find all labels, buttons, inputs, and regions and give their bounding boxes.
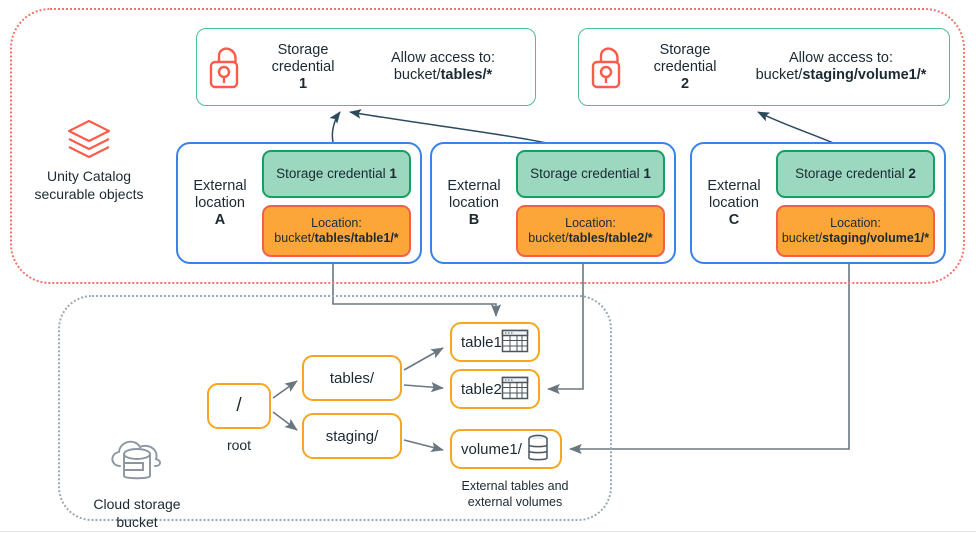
external-location-label-b: External location B: [432, 178, 516, 229]
credential-title-line1: Storage: [277, 41, 329, 58]
credential-title-1: Storage credential 1: [255, 42, 351, 93]
credential-chip-b[interactable]: Storage credential 1: [516, 149, 665, 198]
location-chip-path: tables/table1/*: [314, 230, 399, 245]
credential-chip-number: 1: [389, 166, 397, 181]
allow-prefix: bucket/: [393, 67, 441, 83]
table-icon: [501, 328, 531, 356]
bucket-node-tables[interactable]: tables/: [302, 355, 402, 401]
location-chip-a[interactable]: Location: bucket/tables/table1/*: [262, 204, 411, 257]
bucket-node-root-label: /: [236, 395, 242, 416]
credential-chip-prefix: Storage credential: [795, 166, 909, 181]
external-location-card-c[interactable]: External location C Storage credential 2…: [690, 142, 946, 264]
bucket-node-staging[interactable]: staging/: [302, 413, 402, 459]
bottom-divider: [0, 531, 976, 532]
location-chip-b[interactable]: Location: bucket/tables/table2/*: [516, 204, 665, 257]
ext-label-line2: location: [449, 194, 499, 211]
ext-letter: C: [728, 211, 740, 228]
allow-path: staging/volume1/*: [802, 67, 927, 83]
table-icon: [501, 375, 531, 403]
credential-chip-number: 2: [908, 166, 916, 181]
bucket-node-volume1-label: volume1/: [461, 440, 522, 458]
credential-number: 1: [298, 75, 308, 92]
unity-catalog-region: [10, 8, 965, 284]
credential-title-2: Storage credential 2: [637, 42, 733, 93]
ext-letter: B: [468, 211, 480, 228]
credential-allow-2: Allow access to: bucket/staging/volume1/…: [733, 50, 949, 84]
cloud-bucket-caption-line1: Cloud storage: [93, 496, 181, 512]
unity-catalog-caption: Unity Catalog securable objects: [8, 118, 170, 203]
location-chip-c[interactable]: Location: bucket/staging/volume1/*: [776, 204, 935, 257]
storage-credential-card-2[interactable]: Storage credential 2 Allow access to: bu…: [578, 28, 950, 106]
location-chip-label: Location:: [311, 215, 362, 230]
bucket-node-table1[interactable]: table1/: [450, 322, 540, 362]
databricks-stack-icon: [8, 118, 170, 160]
credential-chip-number: 1: [643, 166, 651, 181]
external-location-label-c: External location C: [692, 178, 776, 229]
credential-number: 2: [680, 75, 690, 92]
credential-chip-prefix: Storage credential: [530, 166, 644, 181]
allow-path: tables/*: [440, 67, 493, 83]
location-chip-prefix: bucket/: [528, 230, 569, 245]
credential-title-line2: credential: [271, 58, 335, 75]
location-chip-path: staging/volume1/*: [822, 230, 930, 245]
location-chip-label: Location:: [830, 215, 881, 230]
allow-label: Allow access to:: [789, 50, 893, 66]
bucket-node-root[interactable]: /: [207, 383, 271, 429]
location-chip-path: tables/table2/*: [568, 230, 653, 245]
unlocked-padlock-icon: [197, 44, 255, 90]
unity-catalog-caption-line2: securable objects: [34, 186, 144, 202]
ext-label-line2: location: [195, 194, 245, 211]
external-location-card-b[interactable]: External location B Storage credential 1…: [430, 142, 676, 264]
ext-label-line1: External: [193, 177, 247, 194]
credential-chip-c[interactable]: Storage credential 2: [776, 149, 935, 198]
leaf-caption-line2: external volumes: [467, 495, 563, 509]
leaf-caption-line1: External tables and: [461, 479, 569, 493]
bucket-node-table2[interactable]: table2/: [450, 369, 540, 409]
allow-prefix: bucket/: [755, 67, 803, 83]
bucket-node-staging-label: staging/: [325, 427, 379, 445]
bucket-node-volume1[interactable]: volume1/: [450, 429, 562, 469]
credential-title-line1: Storage: [659, 41, 711, 58]
credential-title-line2: credential: [653, 58, 717, 75]
cloud-database-icon: [62, 432, 212, 488]
ext-label-line1: External: [707, 177, 761, 194]
external-tables-volumes-caption: External tables and external volumes: [440, 478, 590, 510]
storage-credential-card-1[interactable]: Storage credential 1 Allow access to: bu…: [196, 28, 536, 106]
bucket-node-tables-label: tables/: [329, 369, 375, 387]
cloud-bucket-caption-line2: bucket: [116, 514, 158, 530]
ext-letter: A: [214, 211, 226, 228]
cloud-bucket-caption: Cloud storage bucket: [62, 432, 212, 531]
credential-chip-prefix: Storage credential: [276, 166, 390, 181]
credential-allow-1: Allow access to: bucket/tables/*: [351, 50, 535, 84]
external-location-card-a[interactable]: External location A Storage credential 1…: [176, 142, 422, 264]
ext-label-line2: location: [709, 194, 759, 211]
cloud-bucket-region: [58, 295, 612, 521]
unity-catalog-caption-line1: Unity Catalog: [46, 168, 132, 184]
ext-label-line1: External: [447, 177, 501, 194]
credential-chip-a[interactable]: Storage credential 1: [262, 149, 411, 198]
allow-label: Allow access to:: [391, 50, 495, 66]
external-location-label-a: External location A: [178, 178, 262, 229]
volume-database-icon: [525, 434, 553, 464]
location-chip-prefix: bucket/: [274, 230, 315, 245]
bucket-root-caption: root: [226, 437, 252, 453]
bucket-node-table1-label: table1/: [461, 333, 507, 351]
location-chip-label: Location:: [565, 215, 616, 230]
location-chip-prefix: bucket/: [781, 230, 823, 245]
unlocked-padlock-icon: [579, 44, 637, 90]
bucket-node-table2-label: table2/: [461, 380, 507, 398]
